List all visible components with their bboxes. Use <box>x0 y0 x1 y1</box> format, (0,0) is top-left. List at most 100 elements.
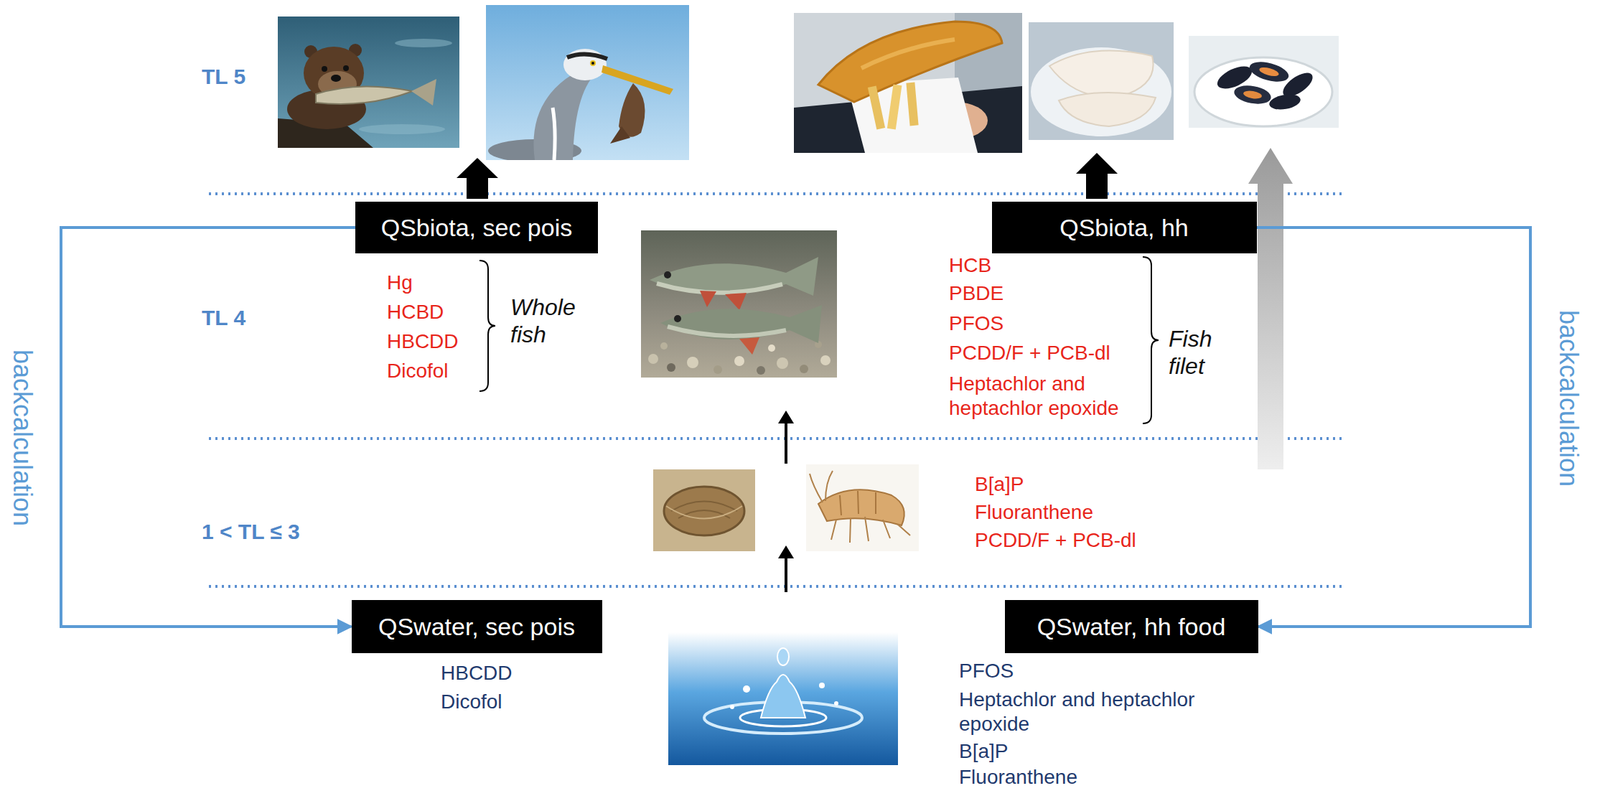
fish-photo-part <box>776 357 789 369</box>
otter-photo <box>277 16 460 148</box>
box-text: QSbiota, sec pois <box>381 213 573 243</box>
water-photo-part <box>777 648 789 666</box>
fish-photo-part <box>734 356 745 367</box>
fish-and-chips-photo-part <box>867 85 886 130</box>
fish-photo-part <box>663 271 672 279</box>
quality-standard-box: QSbiota, hh <box>992 201 1257 254</box>
mussels-photo-part <box>1194 57 1333 127</box>
trophic-level-divider <box>208 193 1342 587</box>
amphipod-photo-part <box>839 490 876 516</box>
fish-photo <box>641 230 837 378</box>
substance-name: HCBD <box>386 300 444 325</box>
clam-photo-part <box>653 469 756 552</box>
trophic-level-label: TL 4 <box>201 305 246 331</box>
substance-name: PBDE <box>948 281 1004 306</box>
substance-name: HBCDD <box>440 661 513 686</box>
fish-photo-part <box>641 230 837 378</box>
trophic-level-label: 1 < TL ≤ 3 <box>201 518 301 545</box>
otter-photo-part <box>315 86 413 105</box>
gradient-arrow-part <box>1248 147 1293 470</box>
food-chain-arrow-part <box>778 410 794 424</box>
substance-name: PFOS <box>958 658 1014 684</box>
food-chain-arrow-part <box>784 422 788 464</box>
heron-photo-part <box>590 60 596 67</box>
gradient-arrow <box>1248 147 1293 470</box>
mussels-photo <box>1188 35 1339 128</box>
fish-photo-part <box>660 305 822 344</box>
heron-photo-part <box>567 53 608 59</box>
trophic-level-label: TL 5 <box>201 63 246 90</box>
fish-photo-part <box>649 256 819 296</box>
fish-photo-part <box>724 292 747 311</box>
quality-standard-box: QSwater, hh food <box>1004 600 1259 654</box>
bracket-note: Whole fish <box>510 293 590 349</box>
mussels-photo-part <box>1258 66 1280 79</box>
otter-photo-part <box>321 66 328 72</box>
mussels-photo-part <box>1232 83 1272 107</box>
otter-photo-part <box>394 38 453 48</box>
fish-and-chips-photo <box>793 12 1023 153</box>
substance-name: Dicofol <box>386 358 449 384</box>
connector-label: backcalculation <box>6 349 38 527</box>
quality-standard-box: QSwater, sec pois <box>351 600 603 654</box>
substance-name: Fluoranthene <box>974 500 1094 525</box>
otter-photo-part <box>277 16 460 148</box>
water-photo-part <box>760 674 806 718</box>
mussels-photo-part <box>1188 35 1339 128</box>
otter-photo-part <box>343 65 349 72</box>
water-photo <box>668 632 898 766</box>
heron-photo-part <box>591 61 595 65</box>
amphipod-photo-part <box>809 470 833 503</box>
substance-name: HBCDD <box>386 329 459 354</box>
fish-fillet-photo <box>1028 22 1174 140</box>
water-photo-part <box>730 704 735 710</box>
substance-name: PCDD/F + PCB-dl <box>948 340 1111 366</box>
fish-photo-part <box>820 355 831 366</box>
fish-fillet-photo-part <box>1030 47 1172 137</box>
clam-photo-part <box>666 506 743 519</box>
fish-fillet-photo-part <box>1028 22 1174 140</box>
fish-photo-part <box>799 364 809 374</box>
heron-photo-part <box>533 70 596 161</box>
fish-photo-part <box>656 283 783 293</box>
water-photo-part <box>668 632 898 766</box>
substance-name: Heptachlor and heptachlor epoxide <box>948 371 1138 420</box>
backcalculation-connector <box>61 227 356 627</box>
substance-name: Heptachlor and heptachlor epoxide <box>958 687 1247 736</box>
fish-photo-part <box>768 344 776 352</box>
clam-photo-part <box>678 510 731 519</box>
quality-standard-box: QSbiota, sec pois <box>355 201 598 254</box>
heron-photo-part <box>610 126 631 144</box>
fish-photo-part <box>686 356 699 369</box>
box-text: QSwater, hh food <box>1037 612 1227 642</box>
heron-photo-part <box>563 48 607 81</box>
clam-photo <box>653 469 756 552</box>
block-arrow-part <box>456 157 499 199</box>
fish-photo-part <box>648 353 659 364</box>
amphipod-photo-part <box>818 489 905 526</box>
heron-photo-part <box>552 107 555 161</box>
otter-photo-part <box>358 124 446 135</box>
fish-and-chips-photo-part <box>887 83 903 130</box>
food-chain-arrow-part <box>778 545 794 559</box>
mussels-photo-part <box>1268 91 1303 112</box>
heron-photo-part <box>485 5 690 161</box>
fish-fillet-photo-part <box>1058 92 1156 127</box>
amphipod-photo-part <box>806 464 919 552</box>
substance-name: HCB <box>948 253 992 278</box>
trophic-level-divider-part <box>208 192 1342 196</box>
clam-photo-part <box>671 501 738 512</box>
amphipod-photo <box>806 464 919 552</box>
fish-photo-part <box>739 337 760 355</box>
fish-photo-part <box>667 326 787 336</box>
fish-photo-part <box>674 315 682 323</box>
bracket <box>479 256 1159 424</box>
bracket-part <box>1142 256 1159 424</box>
mussels-photo-part <box>1242 89 1262 100</box>
water-photo-part <box>819 682 825 689</box>
bracket-part <box>479 260 496 392</box>
fish-photo-part <box>660 342 668 350</box>
fish-photo-part <box>666 363 676 372</box>
box-text: QSwater, sec pois <box>378 612 575 642</box>
